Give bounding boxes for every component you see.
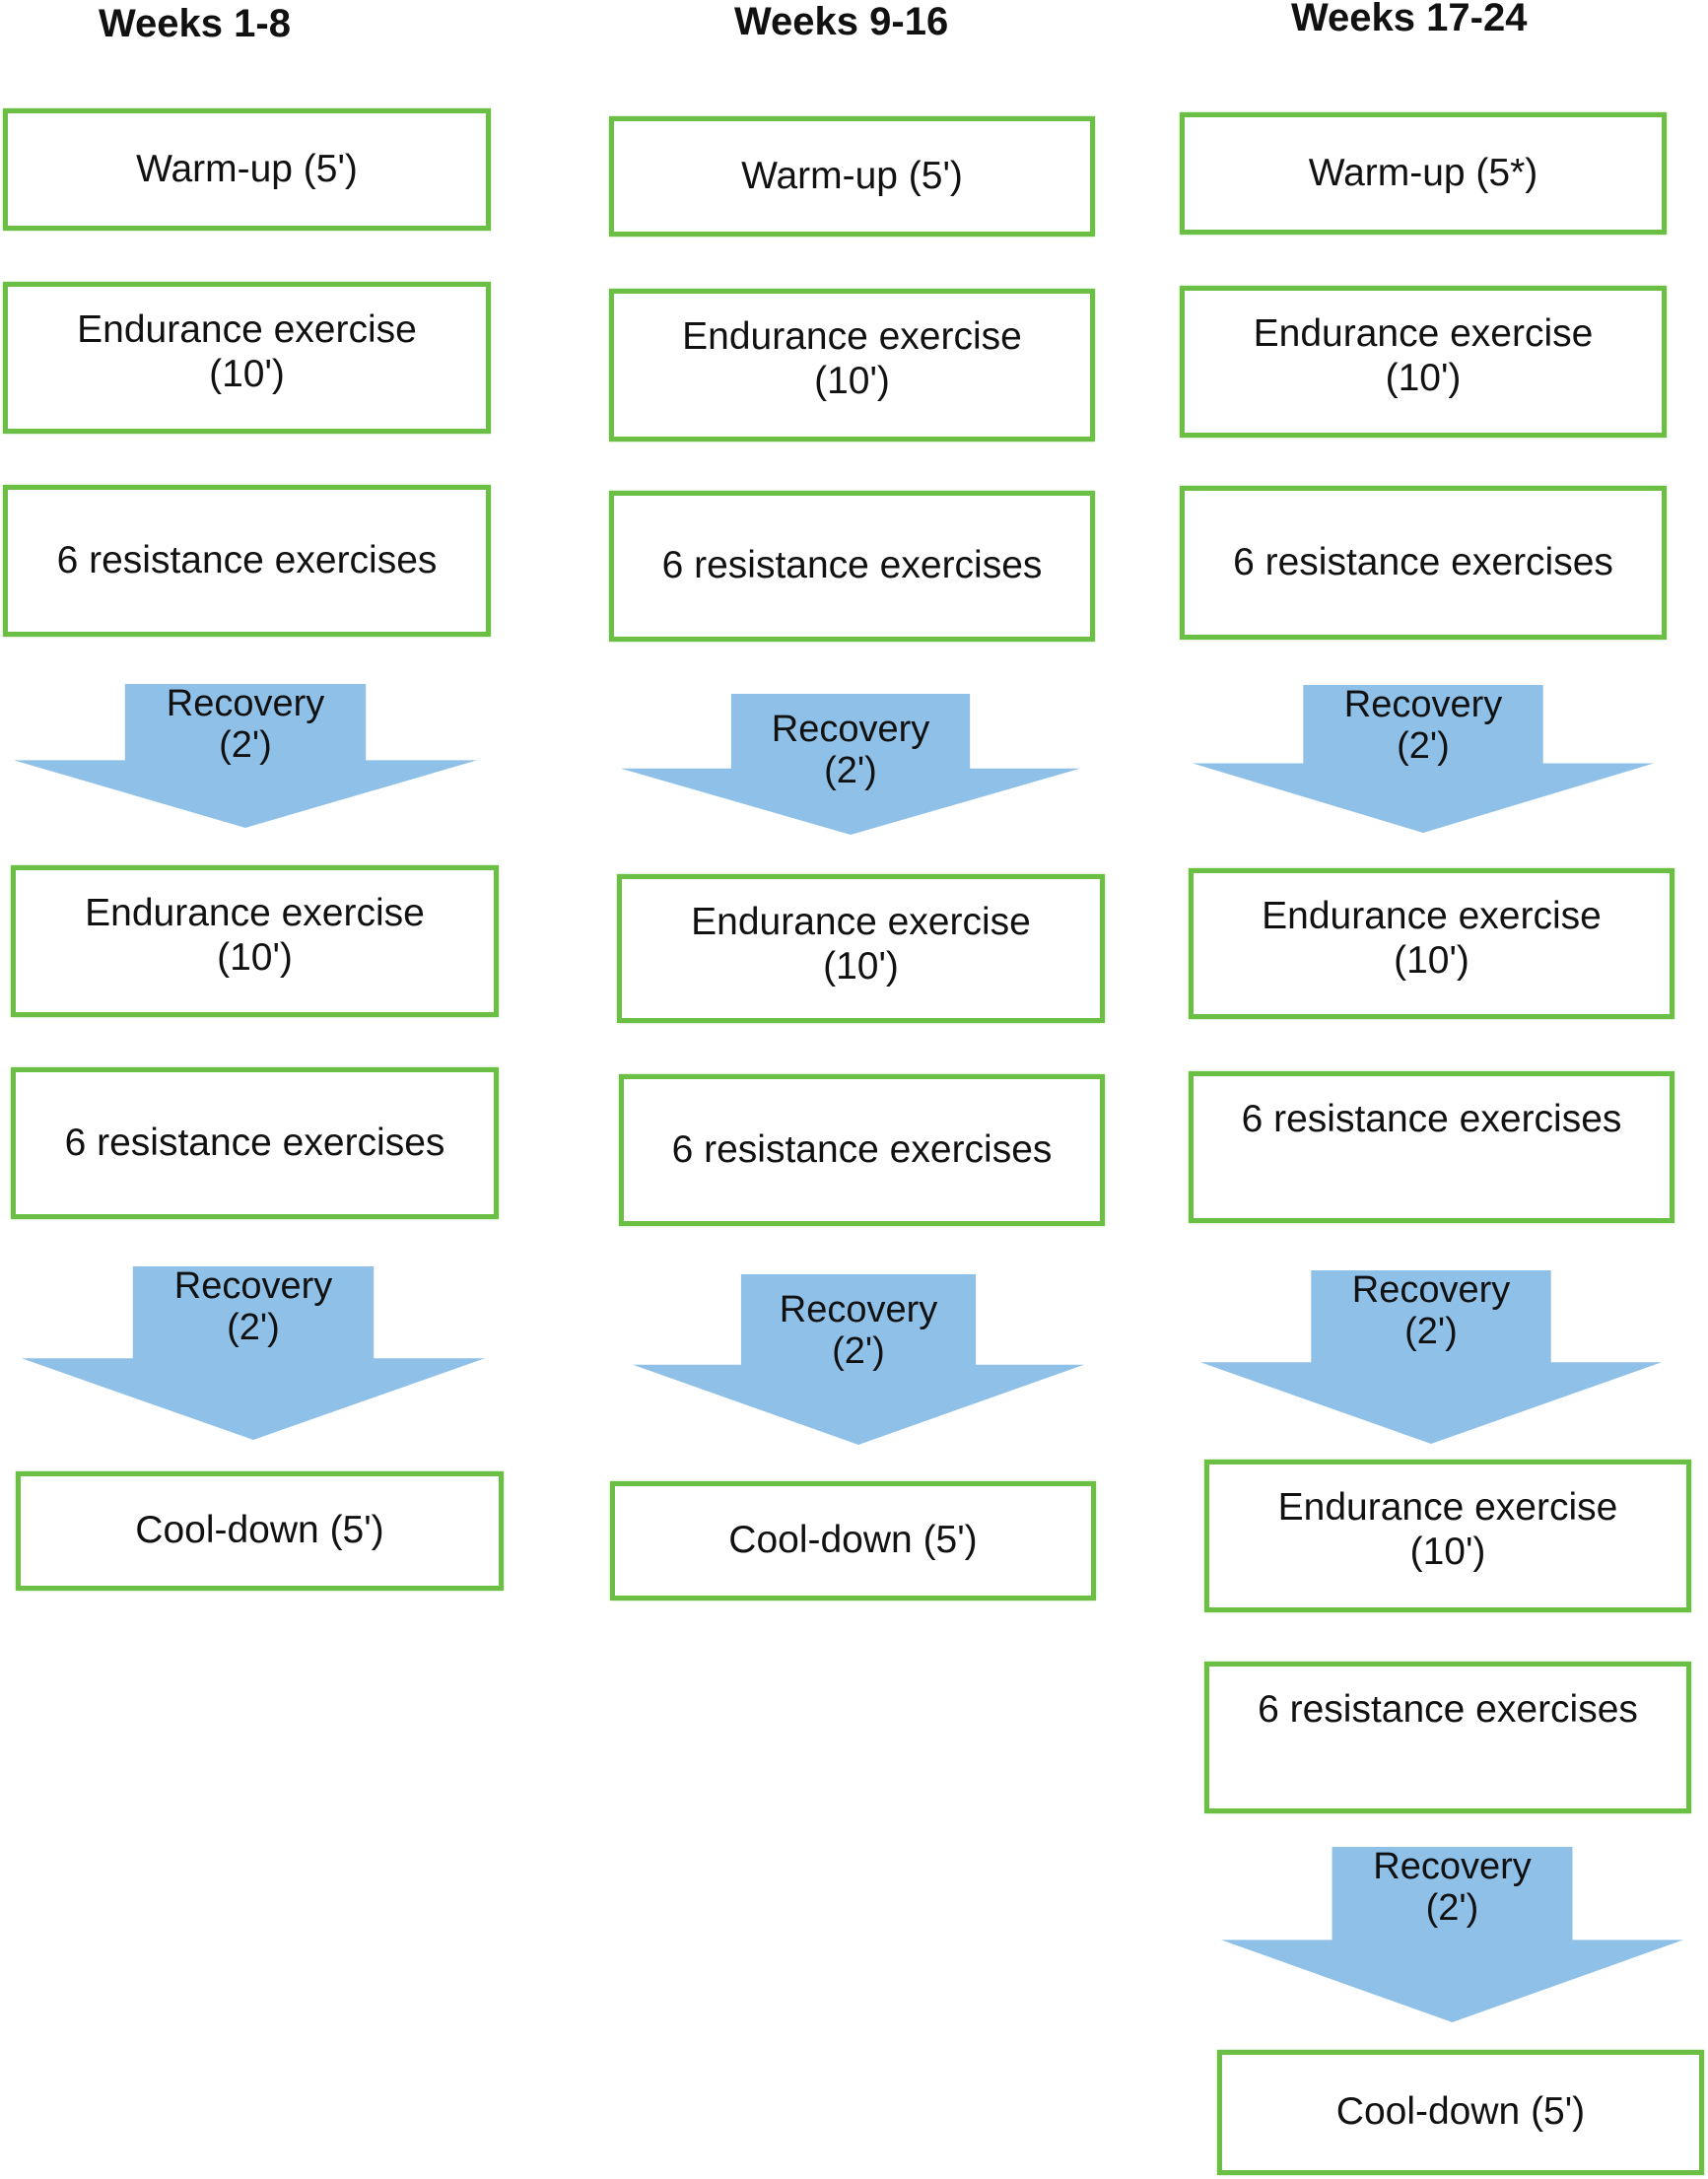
- step-box-6-resistance-exercises: 6 resistance exercises: [1189, 1071, 1674, 1223]
- recovery-label: Recovery(2'): [1200, 1269, 1662, 1353]
- step-label: Cool-down (5'): [135, 1509, 384, 1552]
- step-box-warm-up-5: Warm-up (5'): [3, 108, 491, 231]
- step-label: Warm-up (5'): [136, 147, 358, 190]
- step-label: 6 resistance exercises: [671, 1127, 1053, 1171]
- step-label: Endurance exercise: [691, 901, 1031, 943]
- step-box-cool-down-5: Cool-down (5'): [1217, 2050, 1704, 2175]
- step-box-6-resistance-exercises: 6 resistance exercises: [3, 485, 491, 637]
- step-duration: (10'): [217, 935, 293, 979]
- step-label: Endurance exercise: [682, 315, 1022, 358]
- down-arrow-icon: [621, 694, 1080, 835]
- step-label: Endurance exercise: [77, 308, 417, 351]
- step-label: 6 resistance exercises: [1258, 1688, 1638, 1731]
- step-box-endurance-exercise: Endurance exercise(10'): [1204, 1460, 1691, 1612]
- down-arrow-icon: [14, 684, 477, 828]
- down-arrow-icon: [1200, 1270, 1662, 1444]
- recovery-text: Recovery: [1351, 1269, 1511, 1311]
- step-label: Endurance exercise: [1277, 1486, 1618, 1529]
- recovery-label: Recovery(2'): [22, 1265, 485, 1349]
- step-box-6-resistance-exercises: 6 resistance exercises: [11, 1067, 499, 1219]
- column-header-weeks-9-16: Weeks 9-16: [734, 0, 949, 43]
- down-arrow-icon: [633, 1274, 1084, 1445]
- step-box-cool-down-5: Cool-down (5'): [610, 1481, 1096, 1600]
- recovery-arrow: Recovery(2'): [1221, 1846, 1683, 2022]
- arrow-shape: [1200, 1270, 1662, 1444]
- recovery-duration: (2'): [824, 749, 877, 791]
- recovery-arrow: Recovery(2'): [633, 1274, 1084, 1445]
- step-duration: (10'): [814, 359, 890, 402]
- recovery-arrow: Recovery(2'): [22, 1265, 485, 1440]
- step-duration: (10'): [1385, 356, 1462, 399]
- step-label: Cool-down (5'): [1335, 2090, 1586, 2134]
- step-label: 6 resistance exercises: [1241, 1098, 1622, 1140]
- recovery-label: Recovery(2'): [621, 709, 1080, 792]
- step-label: 6 resistance exercises: [64, 1121, 445, 1164]
- recovery-arrow: Recovery(2'): [1200, 1269, 1662, 1444]
- arrow-shape: [1221, 1847, 1683, 2022]
- recovery-duration: (2'): [1425, 1886, 1479, 1929]
- recovery-duration: (2'): [1404, 1310, 1458, 1352]
- step-duration: (10'): [209, 352, 285, 395]
- step-label: Endurance exercise: [1262, 895, 1602, 937]
- down-arrow-icon: [22, 1266, 485, 1440]
- recovery-text: Recovery: [173, 1265, 333, 1307]
- recovery-text: Recovery: [779, 1289, 938, 1330]
- step-box-endurance-exercise: Endurance exercise(10'): [3, 282, 491, 434]
- recovery-duration: (2'): [1397, 724, 1450, 767]
- recovery-duration: (2'): [832, 1329, 885, 1372]
- step-box-6-resistance-exercises: 6 resistance exercises: [1204, 1662, 1691, 1813]
- step-duration: (10'): [1394, 938, 1469, 982]
- recovery-duration: (2'): [219, 723, 272, 766]
- step-label: Warm-up (5'): [741, 154, 963, 197]
- arrow-shape: [1193, 685, 1654, 833]
- step-label: 6 resistance exercises: [1233, 540, 1613, 583]
- step-box-cool-down-5: Cool-down (5'): [16, 1471, 504, 1591]
- step-box-endurance-exercise: Endurance exercise(10'): [1189, 868, 1674, 1019]
- step-duration: (10'): [1409, 1530, 1486, 1573]
- arrow-shape: [633, 1274, 1084, 1445]
- step-box-warm-up-5: Warm-up (5*): [1180, 112, 1667, 235]
- recovery-label: Recovery(2'): [14, 683, 477, 767]
- step-label: Cool-down (5'): [728, 1519, 978, 1562]
- step-label: 6 resistance exercises: [661, 544, 1043, 587]
- recovery-text: Recovery: [166, 683, 325, 724]
- step-box-endurance-exercise: Endurance exercise(10'): [609, 289, 1095, 442]
- step-box-6-resistance-exercises: 6 resistance exercises: [1180, 486, 1667, 640]
- step-label: Endurance exercise: [1253, 312, 1594, 355]
- step-label: Endurance exercise: [85, 892, 425, 934]
- step-box-endurance-exercise: Endurance exercise(10'): [1180, 286, 1667, 438]
- step-box-endurance-exercise: Endurance exercise(10'): [11, 865, 499, 1017]
- step-label: Warm-up (5*): [1308, 151, 1538, 194]
- recovery-arrow: Recovery(2'): [14, 683, 477, 828]
- recovery-label: Recovery(2'): [1221, 1846, 1683, 1930]
- step-duration: (10'): [823, 944, 899, 987]
- recovery-label: Recovery(2'): [633, 1289, 1084, 1373]
- down-arrow-icon: [1193, 685, 1654, 833]
- arrow-shape: [14, 684, 477, 828]
- step-box-endurance-exercise: Endurance exercise(10'): [617, 874, 1105, 1023]
- recovery-text: Recovery: [1343, 684, 1503, 725]
- column-header-weeks-17-24: Weeks 17-24: [1291, 0, 1528, 39]
- step-box-warm-up-5: Warm-up (5'): [609, 116, 1095, 237]
- step-label: 6 resistance exercises: [56, 538, 438, 581]
- step-box-6-resistance-exercises: 6 resistance exercises: [619, 1074, 1105, 1226]
- recovery-arrow: Recovery(2'): [1193, 684, 1654, 833]
- arrow-shape: [22, 1266, 485, 1440]
- step-box-6-resistance-exercises: 6 resistance exercises: [609, 491, 1095, 642]
- recovery-arrow: Recovery(2'): [621, 694, 1080, 835]
- recovery-text: Recovery: [771, 709, 930, 750]
- arrow-shape: [621, 694, 1080, 835]
- recovery-duration: (2'): [227, 1306, 280, 1348]
- recovery-text: Recovery: [1373, 1846, 1532, 1887]
- column-header-weeks-1-8: Weeks 1-8: [99, 2, 291, 45]
- down-arrow-icon: [1221, 1847, 1683, 2022]
- recovery-label: Recovery(2'): [1193, 684, 1654, 768]
